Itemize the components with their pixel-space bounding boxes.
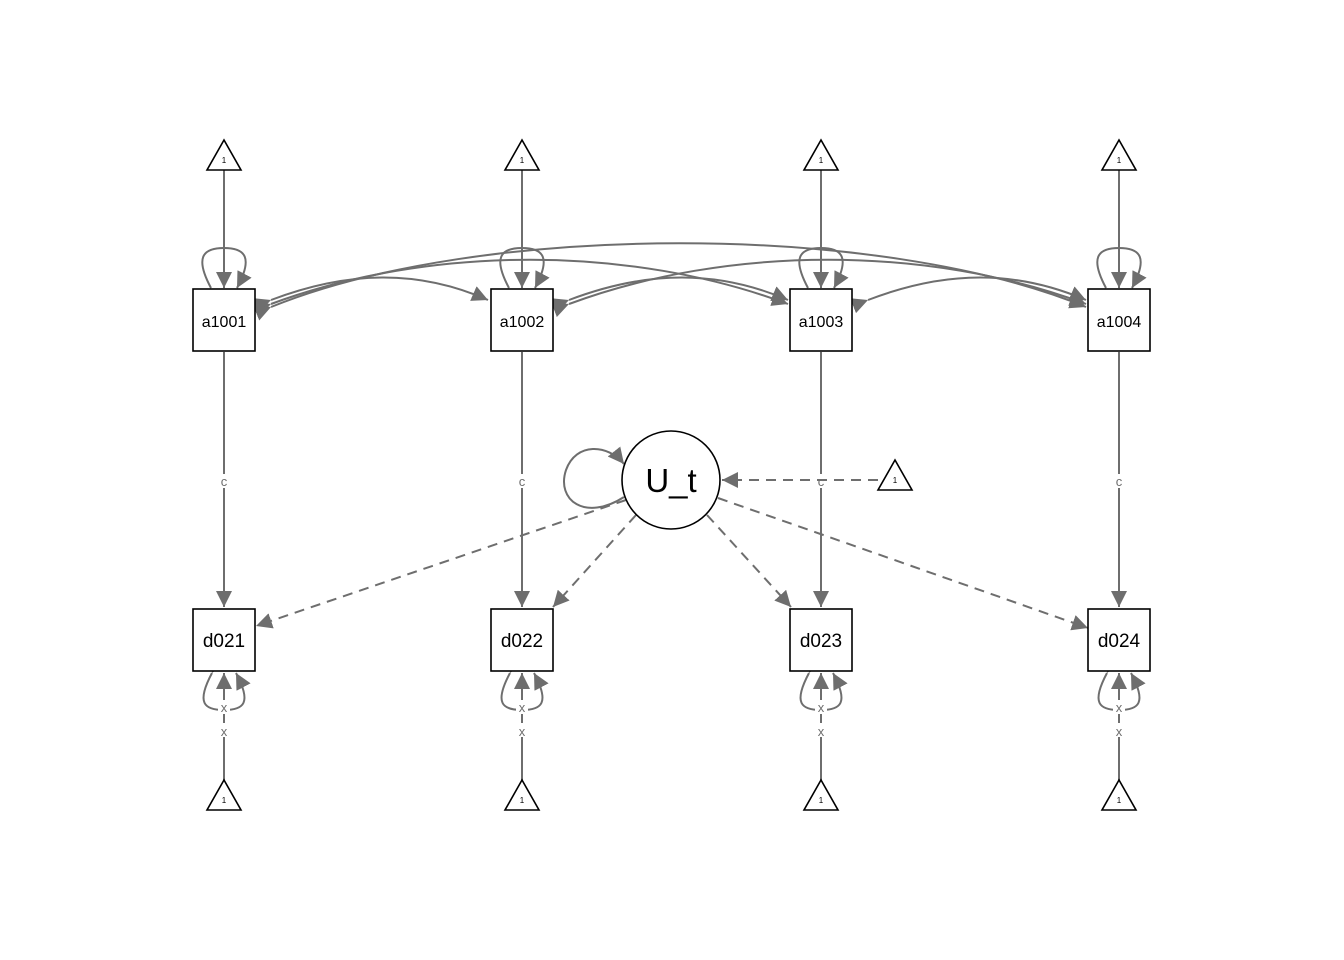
constant-triangle: 1 bbox=[503, 138, 541, 171]
svg-text:1: 1 bbox=[1117, 156, 1122, 165]
edge-label-x: x bbox=[221, 724, 228, 739]
svg-text:d024: d024 bbox=[1098, 631, 1141, 652]
node-a1003: a1003 bbox=[789, 288, 853, 352]
svg-text:1: 1 bbox=[1117, 796, 1122, 805]
node-a1001: a1001 bbox=[192, 288, 256, 352]
constant-triangle: 1 bbox=[876, 458, 914, 491]
constant-triangles: 1 1 1 1 1 1 1 1 bbox=[205, 138, 1138, 811]
svg-text:d023: d023 bbox=[800, 631, 842, 652]
svg-text:1: 1 bbox=[819, 796, 824, 805]
variance-loops-bottom bbox=[202, 655, 1146, 712]
covariance-edges-top bbox=[253, 242, 1087, 321]
variance-loops-top bbox=[201, 246, 1147, 289]
node-d023: d023 bbox=[789, 608, 853, 672]
constant-triangle: 1 bbox=[802, 138, 840, 171]
svg-text:1: 1 bbox=[222, 796, 227, 805]
regression-labels: c c c c bbox=[218, 474, 1125, 489]
constant-triangle: 1 bbox=[503, 778, 541, 811]
edge-label-x: x bbox=[221, 700, 228, 715]
constant-triangle: 1 bbox=[1100, 138, 1138, 171]
edge-label-x: x bbox=[1116, 724, 1123, 739]
svg-text:a1002: a1002 bbox=[500, 314, 545, 331]
svg-text:a1004: a1004 bbox=[1097, 314, 1142, 331]
svg-text:a1003: a1003 bbox=[799, 314, 844, 331]
svg-text:1: 1 bbox=[520, 156, 525, 165]
node-d021: d021 bbox=[192, 608, 256, 672]
svg-text:1: 1 bbox=[222, 156, 227, 165]
edge-label-c: c bbox=[1116, 474, 1123, 489]
edge-label-c: c bbox=[519, 474, 526, 489]
svg-text:a1001: a1001 bbox=[202, 314, 247, 331]
svg-text:d022: d022 bbox=[501, 631, 543, 652]
edge-label-x: x bbox=[519, 700, 526, 715]
latent-edges bbox=[255, 446, 1089, 631]
intercept-edges-top bbox=[216, 170, 1127, 288]
edge-label-x: x bbox=[519, 724, 526, 739]
edge-label-c: c bbox=[221, 474, 228, 489]
constant-triangle: 1 bbox=[802, 778, 840, 811]
manifest-nodes-top: a1001 a1002 a1003 a1004 bbox=[192, 288, 1151, 352]
node-a1004: a1004 bbox=[1087, 288, 1151, 352]
constant-triangle: 1 bbox=[1100, 778, 1138, 811]
edge-label-x: x bbox=[818, 700, 825, 715]
constant-triangle: 1 bbox=[205, 138, 243, 171]
latent-node-u-t: U_t bbox=[621, 430, 721, 530]
edge-label-c: c bbox=[818, 474, 825, 489]
svg-text:U_t: U_t bbox=[645, 462, 696, 499]
intercept-edges-bottom bbox=[216, 673, 1127, 781]
svg-text:1: 1 bbox=[819, 156, 824, 165]
svg-text:1: 1 bbox=[520, 796, 525, 805]
svg-text:1: 1 bbox=[893, 476, 898, 485]
residual-labels: x x x x x x x x bbox=[218, 700, 1125, 739]
edge-label-x: x bbox=[1116, 700, 1123, 715]
constant-triangle: 1 bbox=[205, 778, 243, 811]
node-a1002: a1002 bbox=[490, 288, 554, 352]
svg-text:d021: d021 bbox=[203, 631, 245, 652]
node-d022: d022 bbox=[490, 608, 554, 672]
edge-label-x: x bbox=[818, 724, 825, 739]
manifest-nodes-bottom: d021 d022 d023 d024 bbox=[192, 608, 1151, 672]
node-d024: d024 bbox=[1087, 608, 1151, 672]
